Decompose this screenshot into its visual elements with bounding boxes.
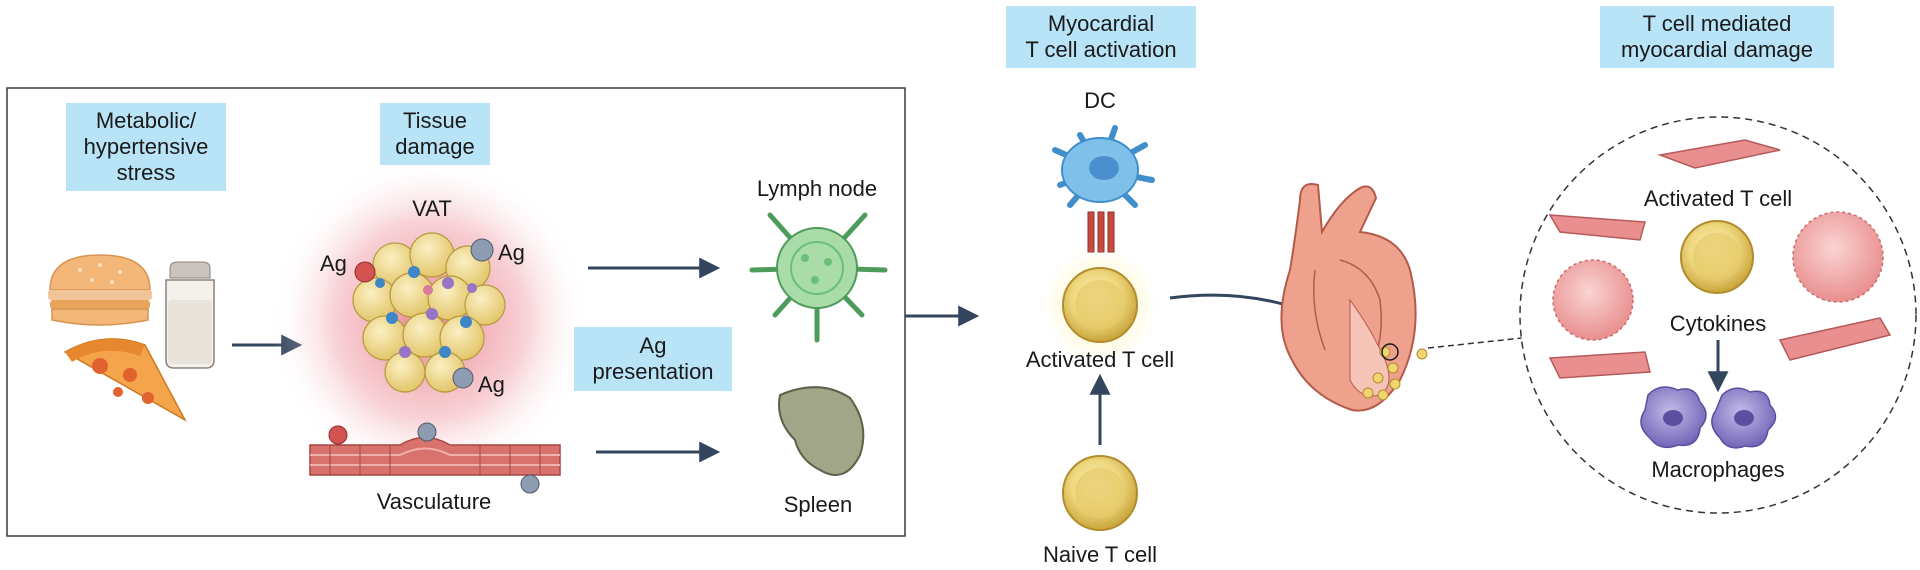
antigen-sphere — [452, 367, 474, 389]
lymph-node-label: Lymph node — [756, 176, 878, 201]
dc-label: DC — [1084, 88, 1116, 113]
antigen-label: Ag — [320, 251, 347, 276]
stage-label-metabolic-stress: Metabolic/ hypertensive stress — [66, 103, 226, 191]
cardiomyocytes — [1548, 139, 1892, 379]
macrophage — [1711, 387, 1777, 449]
antigen-sphere — [470, 238, 494, 262]
spleen-label: Spleen — [783, 492, 853, 517]
antigen-sphere — [354, 261, 376, 283]
burger-icon — [48, 254, 152, 326]
activated-t-cell-label: Activated T cell — [1025, 347, 1175, 372]
zoom-connector-line — [1427, 337, 1523, 349]
heart-illustration — [1280, 183, 1428, 412]
macrophages-label: Macrophages — [1651, 457, 1785, 482]
vasculature-label: Vasculature — [376, 489, 492, 514]
stage-label-myocardial-activation: Myocardial T cell activation — [1006, 6, 1196, 68]
damaged-cell — [1792, 211, 1884, 303]
blood-vessel — [309, 436, 561, 476]
spleen-icon — [778, 386, 865, 476]
inset-zoom-circle — [1519, 116, 1917, 514]
left-panel-frame — [6, 87, 906, 537]
vessel-antigen-sphere — [417, 422, 437, 442]
lymph-node-icon — [749, 212, 888, 343]
vessel-antigen-sphere — [520, 474, 540, 494]
antigen-label: Ag — [478, 372, 505, 397]
damaged-cell — [1552, 259, 1634, 341]
salt-shaker-icon — [165, 261, 215, 369]
antigen-label: Ag — [498, 240, 525, 265]
inset-activated-t-cell-label: Activated T cell — [1643, 186, 1793, 211]
stage-label-ag-presentation: Ag presentation — [574, 327, 732, 391]
vessel-antigen-sphere — [328, 425, 348, 445]
dendritic-cell — [1052, 125, 1155, 208]
stage-label-t-cell-damage: T cell mediated myocardial damage — [1600, 6, 1834, 68]
naive-t-cell-nucleus — [1075, 468, 1125, 518]
activated-t-cell-nucleus — [1075, 280, 1125, 330]
stage-label-tissue-damage: Tissue damage — [380, 103, 490, 165]
vat-label: VAT — [412, 196, 452, 221]
naive-t-cell-label: Naive T cell — [1042, 542, 1158, 567]
inset-t-cell-nucleus — [1693, 233, 1741, 281]
vat-immune-cells — [375, 266, 477, 358]
vat-adipocyte-cluster — [352, 232, 506, 393]
pizza-slice-icon — [63, 338, 187, 422]
tcr-receptors — [1087, 211, 1115, 253]
cytokines-label: Cytokines — [1669, 311, 1767, 336]
macrophage — [1640, 386, 1707, 449]
